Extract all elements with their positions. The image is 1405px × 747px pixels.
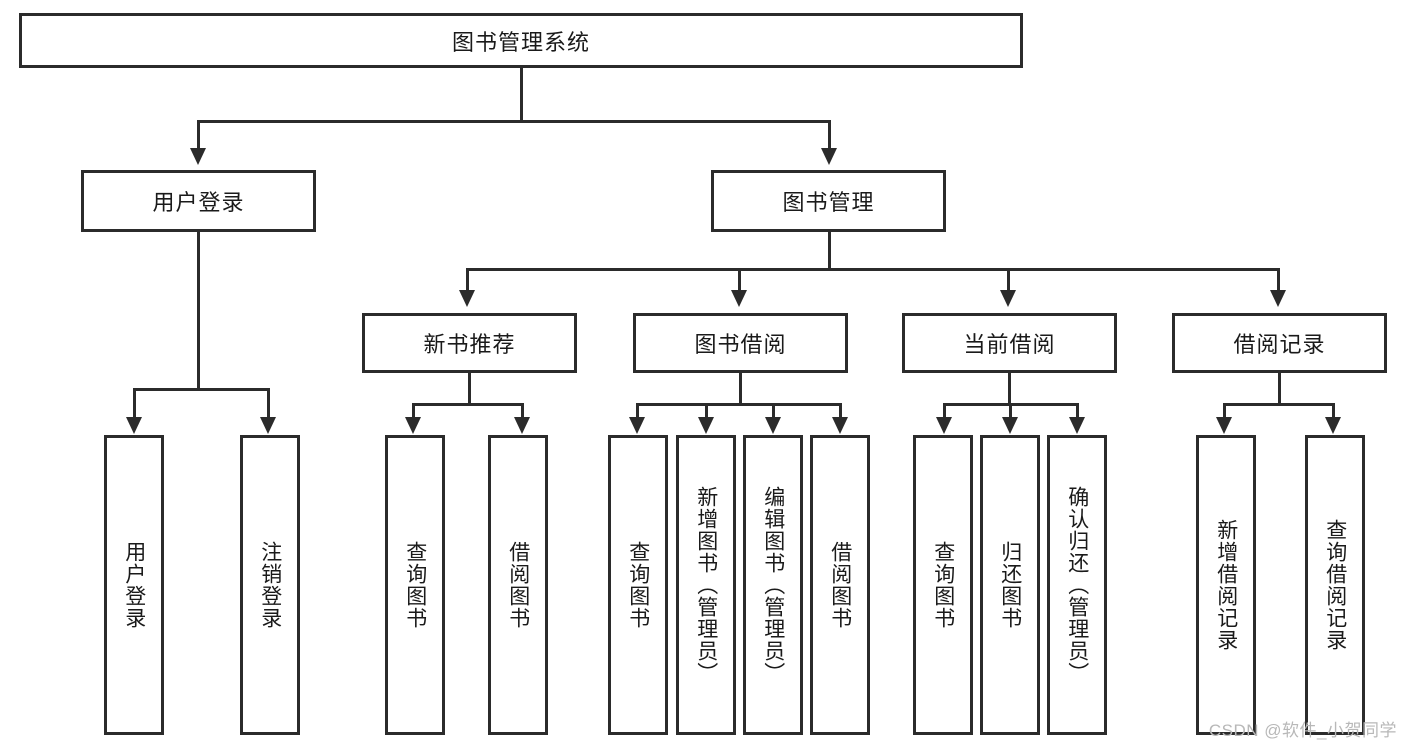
node-label: 图书管理 [782,190,875,215]
arrowhead-to-record [1270,290,1286,307]
edge-user-login-bus [133,388,267,391]
node-label: 当前借阅 [963,332,1056,357]
arrowhead-new-book-leaf-2 [514,417,530,434]
node-borrow-record[interactable]: 借阅记录 [1172,313,1387,373]
arrowhead-borrow-record-leaf-2 [1325,417,1341,434]
arrowhead-current-borrow-leaf-2 [1002,417,1018,434]
node-label: 新增借阅记录 [1214,519,1238,651]
edge-root-bus [197,120,831,123]
node-label: 借阅图书 [506,541,530,629]
edge-root-stem [520,68,523,120]
edge-current-borrow-to-leaf-1 [943,403,946,420]
edge-current-borrow-stem [1008,373,1011,405]
arrowhead-current-borrow-leaf-1 [936,417,952,434]
leaf-user-login-login[interactable]: 用户登录 [104,435,164,735]
node-label: 图书管理系统 [451,29,590,55]
edge-book-mgmt-to-record [1277,268,1280,290]
node-label: 图书借阅 [694,332,787,357]
edge-new-book-stem [468,373,471,405]
arrowhead-to-user-login [190,148,206,165]
leaf-new-book-query[interactable]: 查询图书 [385,435,445,735]
edge-book-borrow-stem [739,373,742,405]
node-label: 查询图书 [931,541,955,629]
arrowhead-book-borrow-leaf-4 [832,417,848,434]
arrowhead-new-book-leaf-1 [405,417,421,434]
node-book-management[interactable]: 图书管理 [711,170,946,232]
edge-borrow-record-to-leaf-2 [1332,403,1335,420]
edge-user-login-stem [197,232,200,390]
edge-book-mgmt-to-borrow [738,268,741,290]
arrowhead-borrow-record-leaf-1 [1216,417,1232,434]
node-label: 新书推荐 [423,332,516,357]
edge-user-login-to-leaf-2 [267,388,270,420]
node-root-system[interactable]: 图书管理系统 [19,13,1023,68]
leaf-current-borrow-return[interactable]: 归还图书 [980,435,1040,735]
leaf-book-borrow-add-admin[interactable]: 新增图书（管理员） [676,435,736,735]
edge-root-to-user-login [197,120,200,150]
node-label: 查询图书 [626,541,650,629]
node-label: 借阅记录 [1233,332,1326,357]
leaf-book-borrow-query[interactable]: 查询图书 [608,435,668,735]
leaf-borrow-record-query[interactable]: 查询借阅记录 [1305,435,1365,735]
node-label: 新增图书（管理员） [694,486,718,684]
edge-borrow-record-stem [1278,373,1281,405]
edge-book-borrow-to-leaf-4 [839,403,842,420]
arrowhead-to-book-mgmt [821,148,837,165]
node-book-borrow[interactable]: 图书借阅 [633,313,848,373]
arrowhead-book-borrow-leaf-3 [765,417,781,434]
arrowhead-to-borrow [731,290,747,307]
node-label: 借阅图书 [828,541,852,629]
node-label: 用户登录 [122,541,146,629]
edge-borrow-record-bus [1223,403,1335,406]
leaf-user-login-logout[interactable]: 注销登录 [240,435,300,735]
node-label: 查询图书 [403,541,427,629]
edge-borrow-record-to-leaf-1 [1223,403,1226,420]
leaf-current-borrow-confirm-admin[interactable]: 确认归还（管理员） [1047,435,1107,735]
node-label: 归还图书 [998,541,1022,629]
arrowhead-user-login-leaf-2 [260,417,276,434]
node-label: 查询借阅记录 [1323,519,1347,651]
edge-new-book-to-leaf-2 [521,403,524,420]
edge-root-to-book-mgmt [828,120,831,150]
edge-book-borrow-to-leaf-2 [705,403,708,420]
edge-new-book-to-leaf-1 [412,403,415,420]
edge-book-mgmt-bus [466,268,1280,271]
node-user-login[interactable]: 用户登录 [81,170,316,232]
node-current-borrow[interactable]: 当前借阅 [902,313,1117,373]
arrowhead-to-new-book [459,290,475,307]
leaf-book-borrow-edit-admin[interactable]: 编辑图书（管理员） [743,435,803,735]
edge-book-mgmt-to-new-book [466,268,469,290]
leaf-current-borrow-query[interactable]: 查询图书 [913,435,973,735]
edge-current-borrow-to-leaf-2 [1009,403,1012,420]
edge-book-borrow-to-leaf-1 [636,403,639,420]
edge-current-borrow-to-leaf-3 [1076,403,1079,420]
leaf-book-borrow-borrow[interactable]: 借阅图书 [810,435,870,735]
edge-book-mgmt-stem [828,232,831,270]
arrowhead-book-borrow-leaf-1 [629,417,645,434]
node-label: 确认归还（管理员） [1065,486,1089,684]
edge-new-book-bus [412,403,524,406]
node-label: 用户登录 [152,190,245,215]
arrowhead-current-borrow-leaf-3 [1069,417,1085,434]
edge-user-login-to-leaf-1 [133,388,136,420]
leaf-borrow-record-add[interactable]: 新增借阅记录 [1196,435,1256,735]
arrowhead-book-borrow-leaf-2 [698,417,714,434]
node-label: 编辑图书（管理员） [761,486,785,684]
node-label: 注销登录 [258,541,282,629]
leaf-new-book-borrow[interactable]: 借阅图书 [488,435,548,735]
edge-book-borrow-to-leaf-3 [772,403,775,420]
node-new-book-recommend[interactable]: 新书推荐 [362,313,577,373]
edge-book-mgmt-to-current [1007,268,1010,290]
edge-book-borrow-bus [636,403,842,406]
arrowhead-to-current [1000,290,1016,307]
arrowhead-user-login-leaf-1 [126,417,142,434]
